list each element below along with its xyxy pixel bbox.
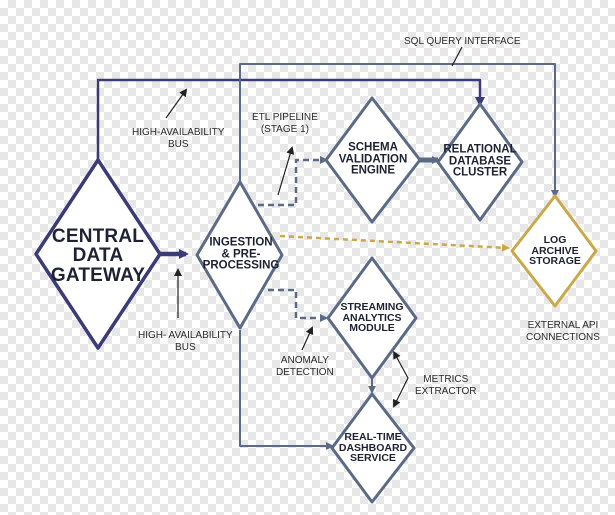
node-schema-shape: [324, 96, 422, 224]
annotation-external-api: EXTERNAL API CONNECTIONS: [526, 320, 600, 343]
node-streaming-analytics: STREAMING ANALYTICS MODULE: [340, 300, 404, 335]
sql-bus-line: [96, 78, 485, 160]
ha-bus-top-pointer: [165, 88, 188, 119]
node-streaming-shape: [326, 256, 418, 380]
ingestion-to-schema-dashed: [258, 156, 328, 207]
node-relational-shape: [436, 102, 524, 222]
node-central-data-gateway: CENTRAL DATA GATEWAY: [50, 225, 146, 286]
node-schema-validation: SCHEMA VALIDATION ENGINE: [338, 141, 408, 177]
annotation-sql-query-interface: SQL QUERY INTERFACE: [404, 36, 521, 47]
sql-pointer: [451, 46, 463, 67]
ingestion-to-log-dashed: [279, 234, 510, 252]
node-relational-database: RELATIONAL DATABASE CLUSTER: [443, 143, 517, 179]
annotation-ha-bus-bottom: HIGH- AVAILABILITY BUS: [138, 330, 233, 353]
node-log-shape: [510, 194, 598, 308]
anomaly-pointer: [301, 326, 314, 351]
ingestion-to-log-rail: [239, 63, 559, 198]
annotation-etl-pipeline: ETL PIPELINE (STAGE 1): [252, 112, 318, 135]
annotation-ha-bus-top: HIGH-AVAILABILITY BUS: [132, 127, 225, 150]
ingestion-to-streaming-dashed: [268, 288, 328, 322]
ingestion-to-dashboard-line: [239, 330, 334, 450]
node-ingestion: INGESTION & PRE- PROCESSING: [202, 236, 280, 272]
node-log-archive: LOG ARCHIVE STORAGE: [529, 233, 581, 268]
annotation-anomaly-detection: ANOMALY DETECTION: [276, 355, 334, 378]
node-ingestion-shape: [195, 180, 284, 330]
node-central-data-gateway-shape: [34, 158, 162, 350]
etl-pointer: [277, 146, 295, 196]
node-dashboard-shape: [330, 392, 416, 504]
annotation-metrics-extractor: METRICS EXTRACTOR: [415, 374, 477, 397]
metrics-double-arrow: [393, 350, 409, 408]
node-realtime-dashboard: REAL-TIME DASHBOARD SERVICE: [338, 430, 408, 465]
